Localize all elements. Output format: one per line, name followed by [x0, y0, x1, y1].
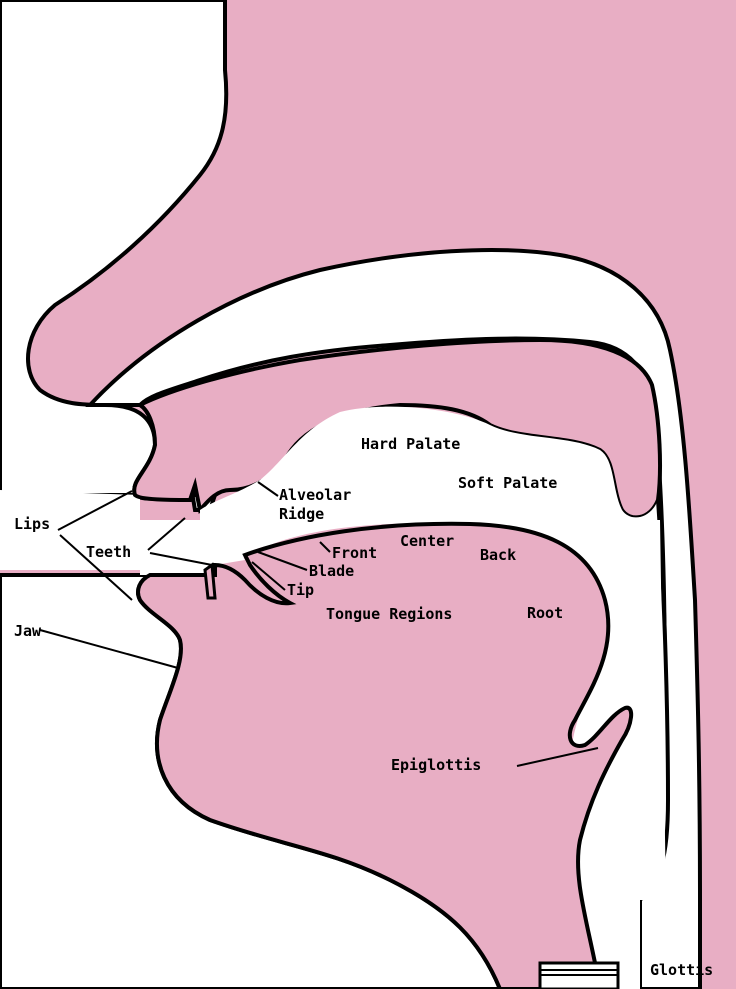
tongue-tip-label: Tip [287, 583, 314, 598]
soft-palate-label: Soft Palate [458, 476, 557, 491]
tongue-center-label: Center [400, 534, 454, 549]
hard-palate-label: Hard Palate [361, 437, 460, 452]
tongue-regions-label: Tongue Regions [326, 607, 452, 622]
lower-teeth [205, 565, 215, 598]
tongue-back-label: Back [480, 548, 516, 563]
epiglottis-label: Epiglottis [391, 758, 481, 773]
tongue-blade-label: Blade [309, 564, 354, 579]
tongue-front-label: Front [332, 546, 377, 561]
lips-label: Lips [14, 517, 50, 532]
alveolar-ridge-label: Alveolar Ridge [279, 486, 351, 524]
jaw-label: Jaw [14, 624, 41, 639]
teeth-label: Teeth [86, 545, 131, 560]
glottis-label: Glottis [650, 963, 713, 978]
tongue-root-label: Root [527, 606, 563, 621]
